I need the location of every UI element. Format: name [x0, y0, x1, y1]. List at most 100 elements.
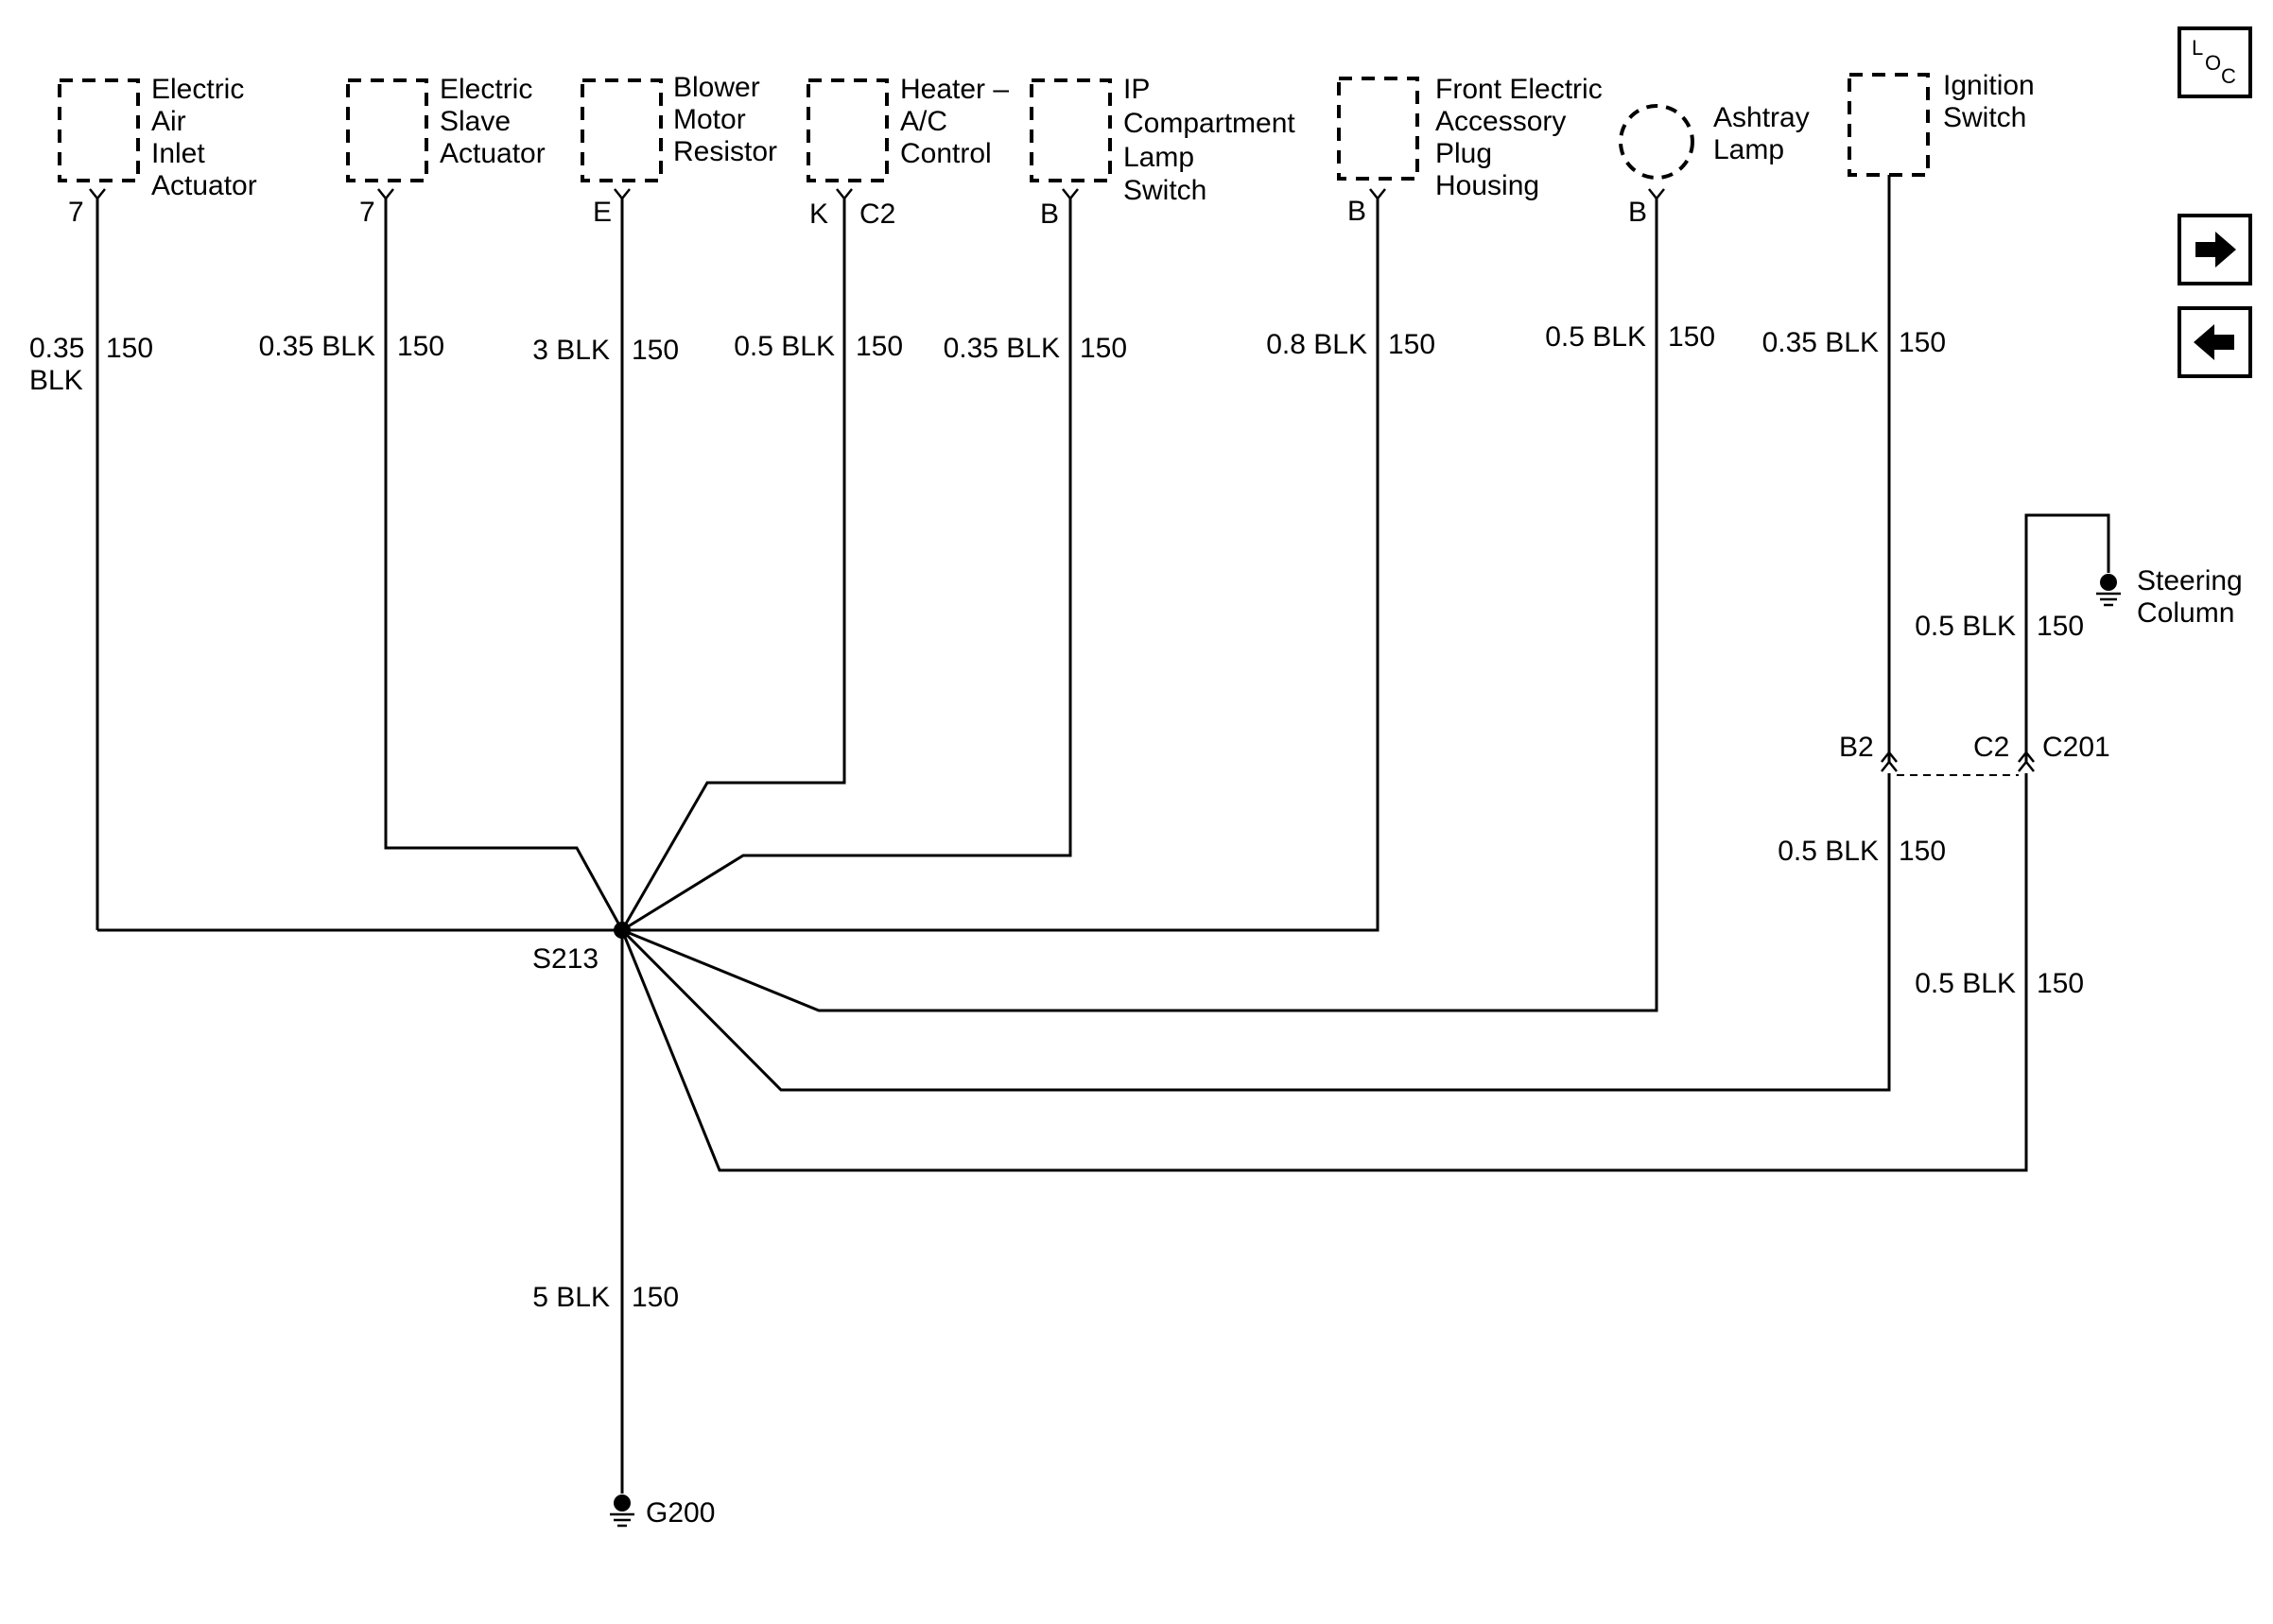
connector-label: C2: [859, 199, 895, 230]
pin-label: 7: [359, 197, 375, 228]
pin-label: E: [593, 197, 612, 228]
terminal-symbol: [836, 188, 853, 201]
loc-icon-c: C: [2221, 64, 2236, 88]
circuit-label: 150: [397, 331, 444, 362]
component-box: [807, 78, 889, 182]
previous-page-button[interactable]: [2178, 306, 2252, 378]
terminal-symbol: [614, 188, 631, 201]
circuit-label: 150: [632, 335, 679, 366]
component-box: [58, 78, 140, 182]
wire-label: 0.35 BLK: [259, 331, 375, 362]
component-box: [346, 78, 428, 182]
component-label-line2: Lamp: [1713, 134, 1784, 165]
component-label-line3: Resistor: [673, 136, 777, 167]
component-front-electric-accessory-plug: Front Electric Accessory Plug Housing B …: [622, 74, 1603, 932]
steering-column-ground: Steering Column 0.5 BLK 150: [1915, 513, 2243, 764]
circuit-label: 150: [632, 1282, 679, 1313]
circuit-label: 150: [1388, 329, 1435, 360]
connector-pin-left: B2: [1839, 732, 1874, 763]
ground-dot: [2100, 574, 2117, 591]
component-box: [581, 78, 663, 182]
component-label-line2: Slave: [440, 106, 511, 137]
pin-label: B: [1347, 196, 1366, 227]
loc-icon-l: L: [2192, 36, 2203, 60]
terminal-symbol: [1062, 188, 1079, 201]
component-label-line1: Electric: [440, 74, 532, 105]
pin-label: 7: [68, 197, 84, 228]
wire: [620, 773, 1891, 1092]
wire-label: 0.35 BLK: [1762, 327, 1879, 358]
component-label-line2: Switch: [1943, 102, 2026, 133]
pin-label: B: [1628, 197, 1647, 228]
wire: [621, 199, 1658, 1012]
wire-size-label: 0.35: [29, 333, 84, 364]
component-label-line2: A/C: [900, 106, 947, 137]
component-label-line1: Front Electric: [1435, 74, 1603, 105]
terminal-symbol: [1369, 188, 1386, 201]
pin-label: K: [809, 199, 828, 230]
component-label-line2: Compartment: [1123, 108, 1295, 139]
component-blower-motor-resistor: Blower Motor Resistor E 3 BLK 150: [532, 72, 777, 930]
terminal-symbol: [1648, 188, 1665, 201]
component-label-line4: Actuator: [151, 170, 257, 201]
wire: [621, 199, 1072, 932]
component-label-line3: Control: [900, 138, 992, 169]
component-ignition-switch: Ignition Switch 0.35 BLK 150: [1762, 70, 2035, 764]
wire-label: 3 BLK: [532, 335, 610, 366]
wire-label: 0.8 BLK: [1266, 329, 1367, 360]
circuit-label: 150: [1668, 321, 1715, 353]
component-label-line1: Electric: [151, 74, 244, 105]
component-box: [1848, 73, 1930, 177]
component-electric-slave-actuator: Electric Slave Actuator 7 0.35 BLK 150: [259, 74, 624, 931]
next-page-button[interactable]: [2178, 214, 2252, 285]
component-label-line3: Plug: [1435, 138, 1492, 169]
wire: [620, 199, 846, 931]
wire-label: 0.5 BLK: [734, 331, 835, 362]
component-label-line3: Actuator: [440, 138, 546, 169]
component-box: [1337, 77, 1419, 181]
wire-label: 0.5 BLK: [1915, 968, 2016, 999]
component-label-line3: Lamp: [1123, 142, 1194, 173]
arrow-left-icon: [2194, 324, 2234, 360]
component-label-line2: Air: [151, 106, 186, 137]
wire: [622, 199, 1379, 932]
terminal-symbol: [89, 188, 106, 201]
wire-label: 0.5 BLK: [1545, 321, 1646, 353]
circuit-label: 150: [1080, 333, 1127, 364]
location-button-box[interactable]: [2178, 26, 2252, 98]
component-heater-ac-control: Heater – A/C Control K C2 0.5 BLK 150: [620, 74, 1009, 931]
arrow-right-icon: [2195, 232, 2236, 268]
component-label-line3: Inlet: [151, 138, 205, 169]
terminal-symbol: [377, 188, 394, 201]
ground-dot: [614, 1494, 631, 1512]
component-label-line1: Blower: [673, 72, 760, 103]
connector-pin-symbol: [2018, 750, 2035, 772]
circuit-label: 150: [2037, 968, 2084, 999]
ground-label-line1: Steering: [2137, 565, 2243, 596]
location-button[interactable]: L O C: [2178, 26, 2252, 98]
ground-label: G200: [646, 1497, 715, 1529]
circuit-label: 150: [1899, 327, 1946, 358]
component-box: [1030, 78, 1112, 182]
circuit-label: 150: [1899, 836, 1946, 867]
ground-label-line2: Column: [2137, 597, 2234, 629]
wire-label: 0.5 BLK: [1778, 836, 1879, 867]
connector-pin-symbol: [1881, 750, 1898, 772]
component-label-line1: Heater –: [900, 74, 1009, 105]
component-ashtray-lamp: Ashtray Lamp B 0.5 BLK 150: [621, 102, 1810, 1012]
wire-label: 5 BLK: [532, 1282, 610, 1313]
next-page-button-box[interactable]: [2178, 214, 2252, 285]
pin-label: B: [1040, 199, 1059, 230]
wire-label: 0.35 BLK: [944, 333, 1060, 364]
connector-pin-right: C2: [1973, 732, 2009, 763]
circuit-label: 150: [2037, 611, 2084, 642]
component-electric-air-inlet-actuator: Electric Air Inlet Actuator 7 0.35 BLK 1…: [29, 74, 622, 932]
component-label-line1: Ashtray: [1713, 102, 1810, 133]
circuit-label: 150: [856, 331, 903, 362]
ground-g200: 5 BLK 150 G200: [532, 930, 715, 1529]
wire-color-label: BLK: [29, 365, 83, 396]
circuit-label: 150: [106, 333, 153, 364]
component-label-line2: Motor: [673, 104, 746, 135]
wire-label: 0.5 BLK: [1915, 611, 2016, 642]
